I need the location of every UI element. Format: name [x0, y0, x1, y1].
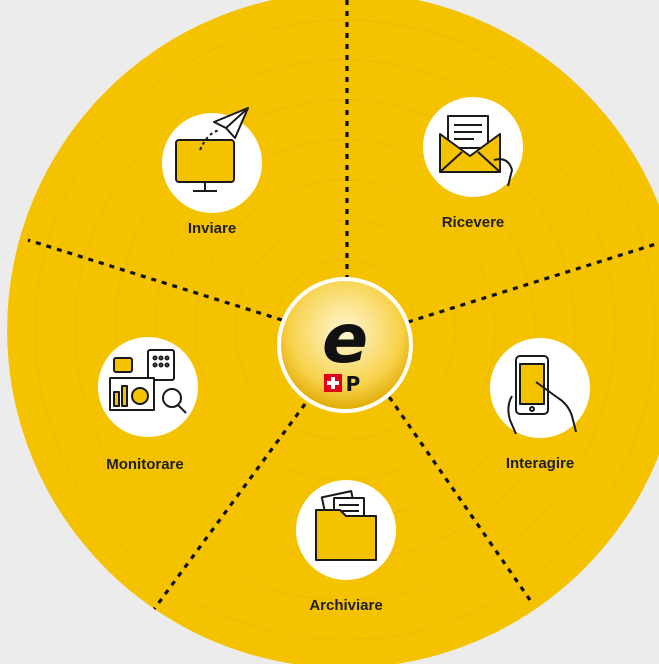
swiss-cross-icon: [324, 374, 342, 392]
receive-envelope-icon: [439, 115, 513, 187]
center-logo[interactable]: e P: [277, 277, 413, 413]
center-logo-disc: [277, 277, 413, 413]
smartphone-touch-icon: [507, 355, 577, 435]
segment-archiviare[interactable]: Archiviare: [296, 480, 396, 614]
segment-label-interagire: Interagire: [506, 455, 574, 472]
segment-ricevere[interactable]: Ricevere: [423, 97, 523, 231]
segment-label-inviare: Inviare: [188, 220, 236, 237]
wheel-texture: [34, 19, 656, 641]
send-computer-icon: [175, 107, 249, 192]
center-logo-brand-mark: P: [346, 372, 361, 396]
segment-monitorare[interactable]: Monitorare: [98, 337, 198, 473]
segment-inviare[interactable]: Inviare: [162, 107, 262, 237]
segment-label-archiviare: Archiviare: [309, 597, 382, 614]
segment-interagire[interactable]: Interagire: [490, 338, 590, 472]
divider-upper-left: [27, 238, 283, 322]
center-logo-letter: e: [322, 300, 368, 379]
segment-dividers: [27, 0, 659, 613]
segment-label-ricevere: Ricevere: [442, 214, 505, 231]
folder-archive-icon: [315, 490, 377, 561]
monitor-dashboard-icon: [109, 349, 187, 414]
segment-label-monitorare: Monitorare: [106, 456, 184, 473]
